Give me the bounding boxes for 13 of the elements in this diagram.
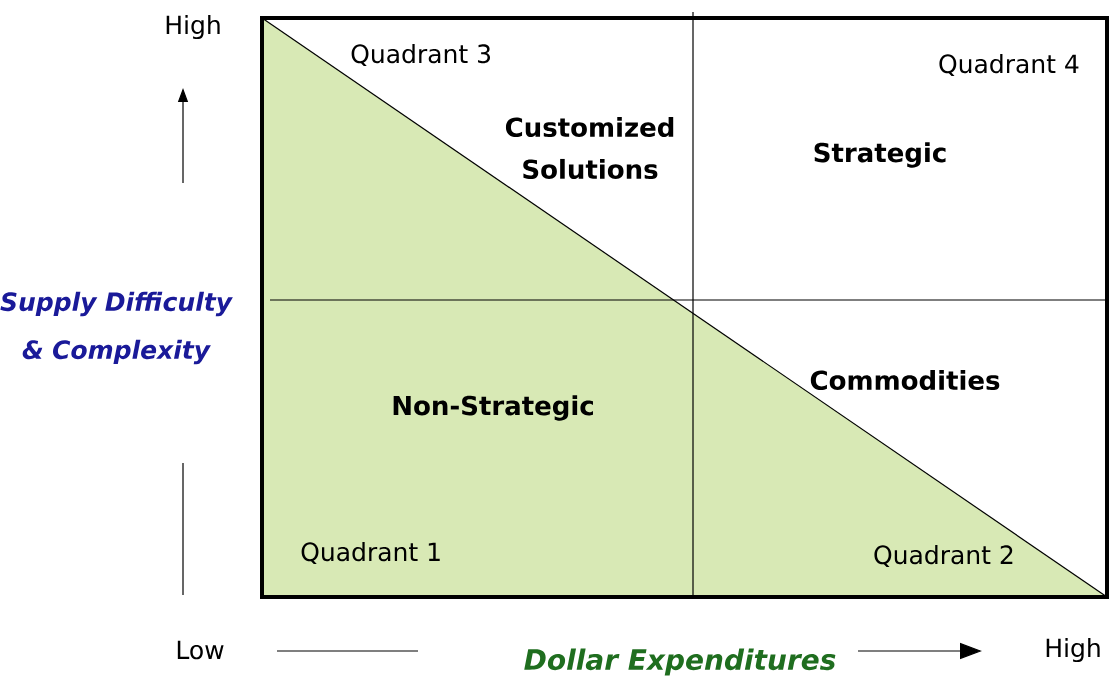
quadrant-label: Quadrant 4 <box>939 53 1079 77</box>
quadrant-label: Quadrant 1 <box>301 541 440 565</box>
category-label: Commodities <box>810 369 1000 391</box>
axis-title: Supply Difficulty & Complexity <box>0 291 233 365</box>
axis-label: Low <box>177 640 224 660</box>
axis-label: High <box>1046 637 1100 663</box>
category-label: Non-Strategic <box>393 395 593 421</box>
category-label: Customized Solutions <box>505 116 674 180</box>
quadrant-label: Quadrant 3 <box>351 43 490 67</box>
axis-label: High <box>166 14 220 40</box>
axis-title: Dollar Expenditures <box>524 648 836 676</box>
category-label: Strategic <box>814 142 946 168</box>
quadrant-label: Quadrant 2 <box>874 544 1013 568</box>
